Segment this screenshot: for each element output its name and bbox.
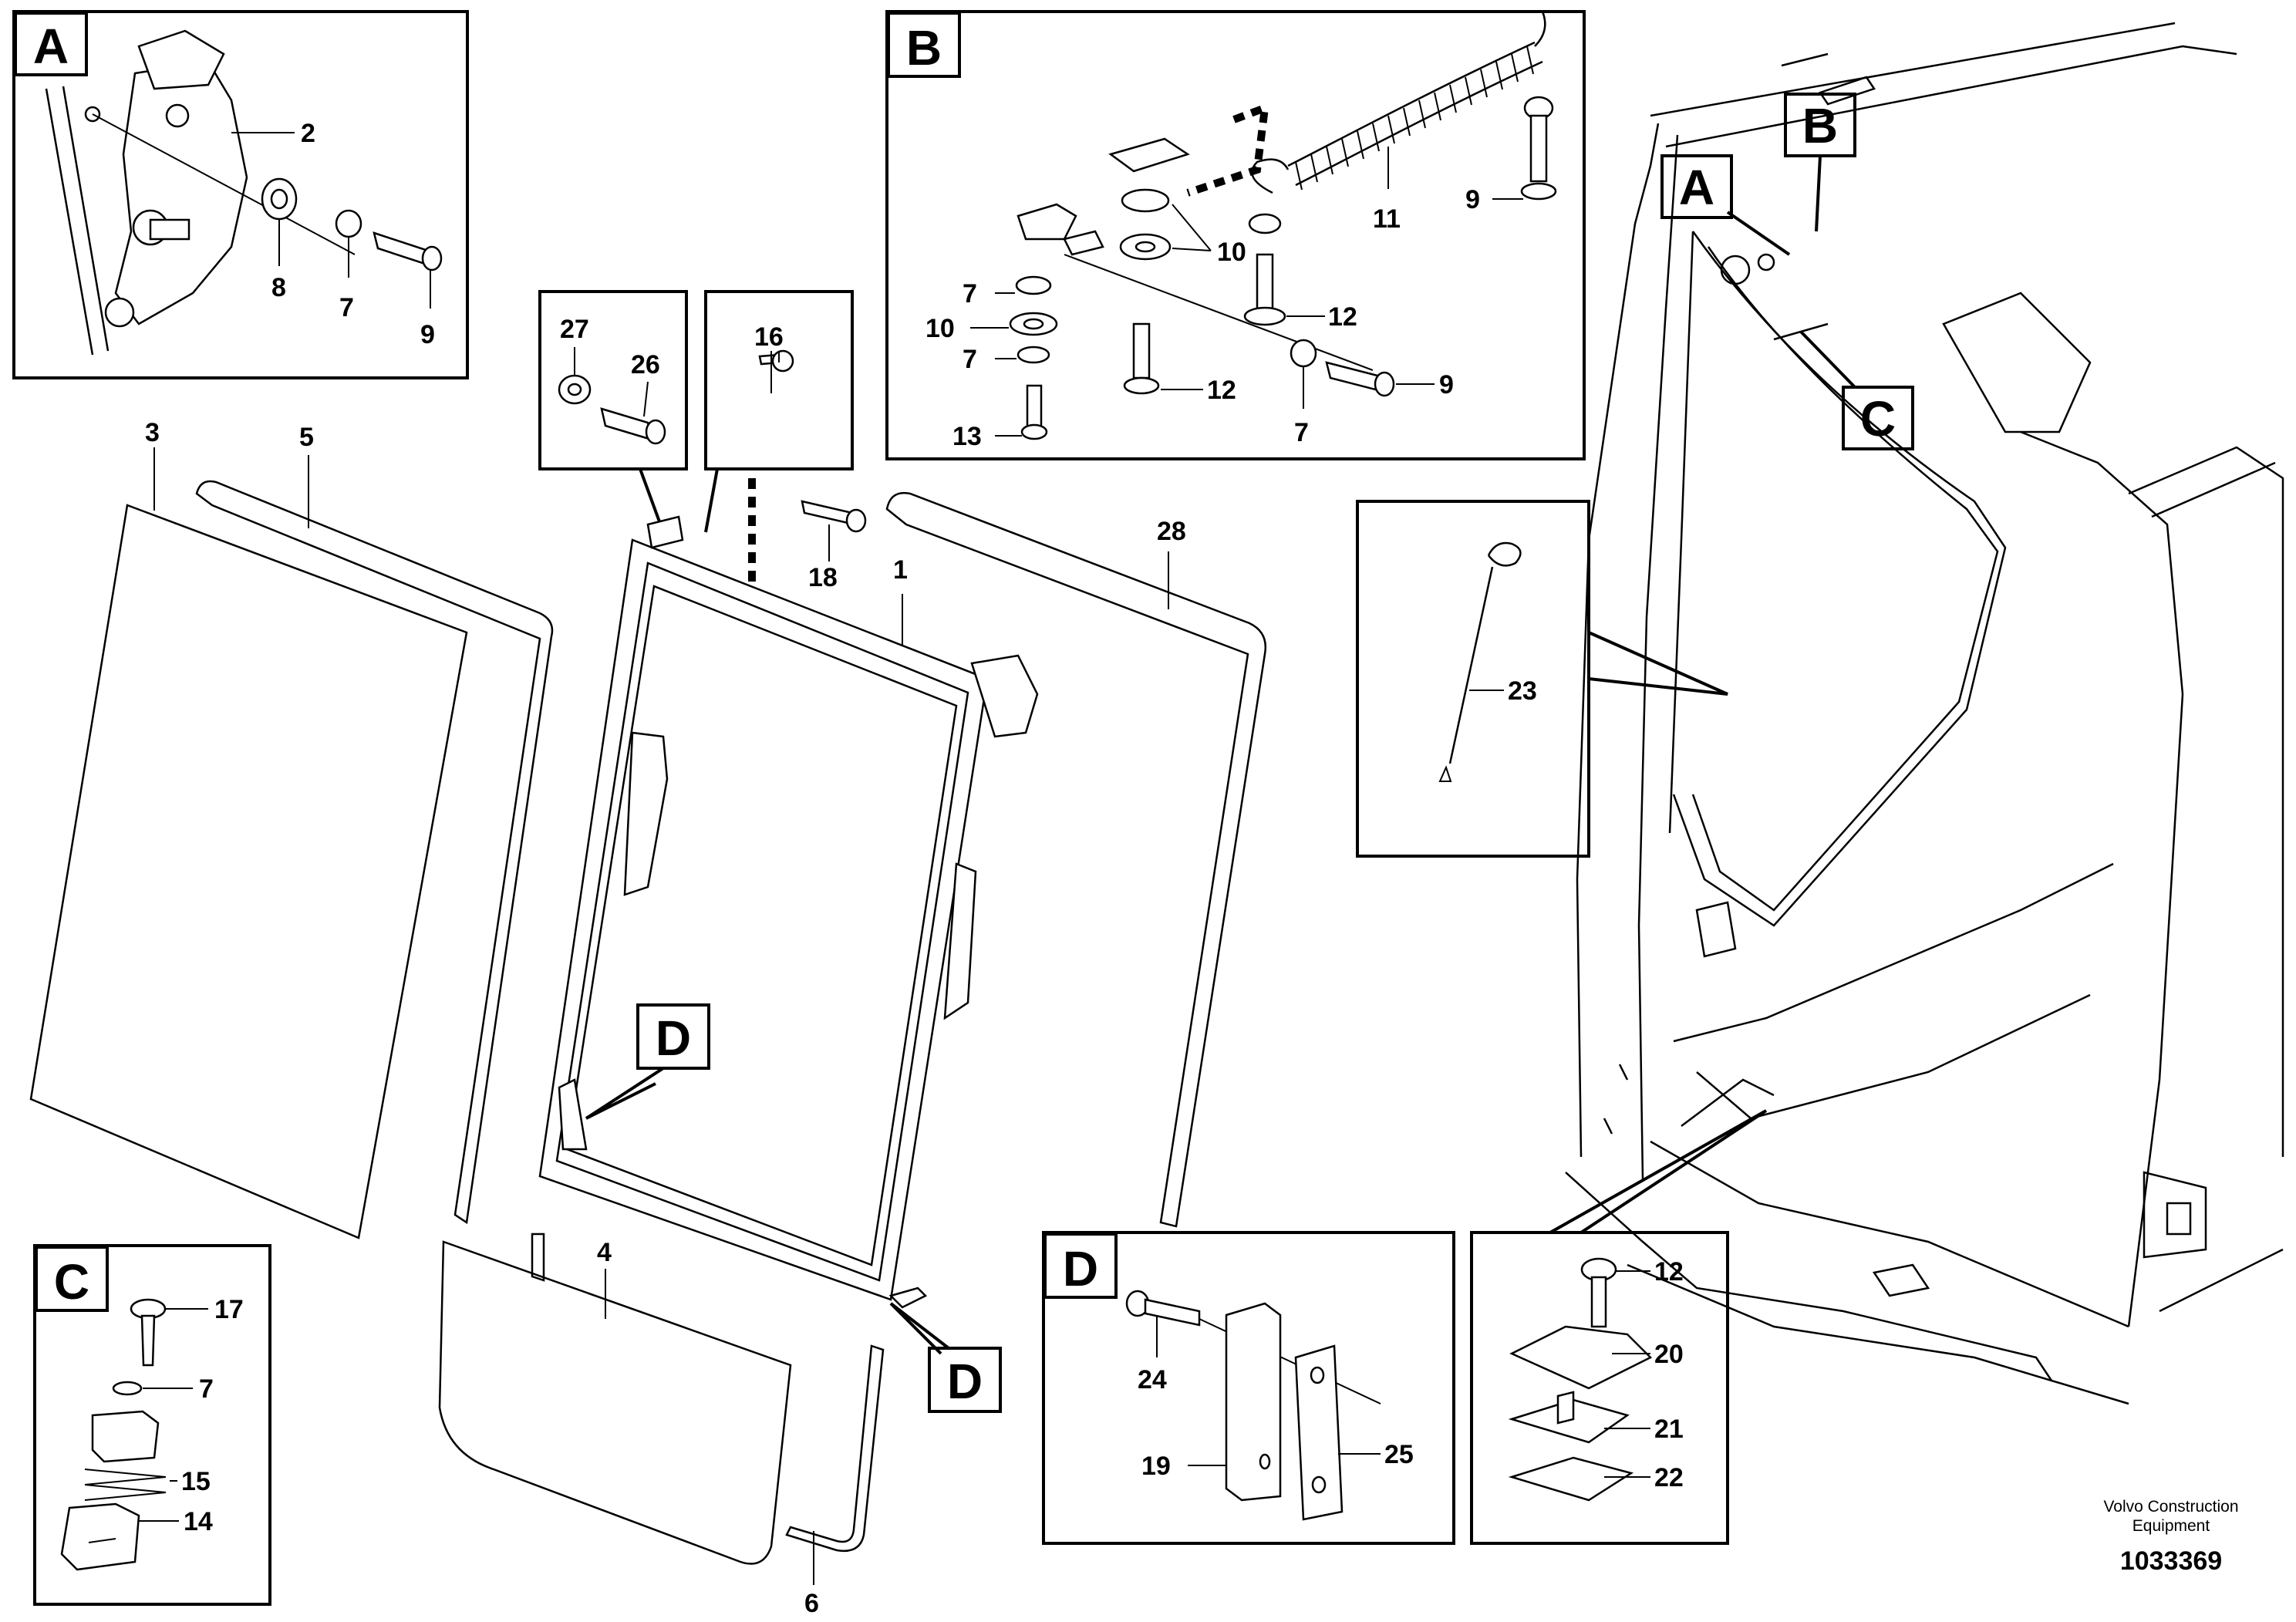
label-18: 18 xyxy=(808,563,838,592)
view-tag-d-upper: D xyxy=(585,1003,710,1120)
callout-cable: 23 xyxy=(1356,500,1728,858)
seal-28: 28 xyxy=(885,491,1267,1228)
inset-e: 12 20 21 22 xyxy=(1470,1109,1768,1545)
door-frame-1: 18 1 xyxy=(538,478,1039,1309)
inset-b: B 11 9 10 12 xyxy=(885,10,1586,460)
inset-a: A 2 8 7 9 xyxy=(12,10,469,379)
label-e-22: 22 xyxy=(1654,1463,1684,1492)
label-b-7b: 7 xyxy=(963,345,977,374)
view-tag-c: C xyxy=(1860,391,1896,447)
label-19: 19 xyxy=(1141,1452,1171,1481)
credit-block: Volvo Construction Equipment 1033369 xyxy=(2103,1498,2238,1576)
label-e-21: 21 xyxy=(1654,1415,1684,1444)
seal-6: 6 xyxy=(785,1344,885,1618)
label-24: 24 xyxy=(1138,1365,1167,1394)
seal-5: 5 xyxy=(195,423,554,1225)
label-c-17: 17 xyxy=(214,1295,244,1324)
label-c-14: 14 xyxy=(184,1507,213,1536)
view-tag-d1: D xyxy=(656,1010,691,1066)
label-b-12b: 12 xyxy=(1207,376,1236,405)
label-b-10b: 10 xyxy=(925,314,955,343)
label-23: 23 xyxy=(1508,676,1537,706)
label-25: 25 xyxy=(1384,1440,1414,1469)
credit-line1: Volvo Construction xyxy=(2103,1498,2238,1516)
credit-line2: Equipment xyxy=(2132,1517,2210,1535)
label-16: 16 xyxy=(754,322,784,352)
lower-panel-4: 4 xyxy=(438,1233,792,1565)
view-tag-d2: D xyxy=(947,1354,983,1409)
label-b-7c: 7 xyxy=(1294,418,1309,447)
view-tag-b: B xyxy=(1802,98,1838,153)
label-b-12a: 12 xyxy=(1328,302,1357,332)
inset-a-tag: A xyxy=(33,19,69,74)
label-e-20: 20 xyxy=(1654,1340,1684,1369)
view-tag-b-cab: B xyxy=(1784,93,1856,232)
cab-structure xyxy=(1565,22,2284,1405)
label-28: 28 xyxy=(1157,517,1186,546)
inset-d: D 24 19 25 xyxy=(1042,1231,1455,1545)
label-b-7a: 7 xyxy=(963,279,977,309)
spring xyxy=(1251,11,1546,194)
label-a-2: 2 xyxy=(301,119,315,148)
label-3: 3 xyxy=(145,418,160,447)
label-27: 27 xyxy=(560,315,589,344)
label-e-12: 12 xyxy=(1654,1257,1684,1286)
view-tag-a-cab: A xyxy=(1660,154,1791,256)
label-1: 1 xyxy=(893,555,908,585)
label-26: 26 xyxy=(631,350,660,379)
label-a-9: 9 xyxy=(420,320,435,349)
label-4: 4 xyxy=(597,1238,612,1267)
view-tag-c-cab: C xyxy=(1799,330,1914,450)
label-b-9b: 9 xyxy=(1439,370,1454,400)
label-a-7: 7 xyxy=(339,293,354,322)
view-tag-d-lower: D xyxy=(889,1302,1002,1413)
view-tag-a: A xyxy=(1679,160,1714,215)
label-c-7: 7 xyxy=(199,1374,214,1404)
inset-b-tag: B xyxy=(906,20,942,76)
inset-c: C 17 7 15 14 xyxy=(33,1244,271,1606)
label-b-11: 11 xyxy=(1373,204,1401,234)
doc-id: 1033369 xyxy=(2120,1546,2222,1576)
label-c-15: 15 xyxy=(181,1467,211,1496)
inset-c-tag: C xyxy=(54,1254,89,1310)
label-b-13: 13 xyxy=(952,422,982,451)
callout-fastener: 27 26 xyxy=(538,290,688,533)
glass-panel-3: 3 xyxy=(29,418,468,1239)
label-6: 6 xyxy=(804,1589,819,1618)
label-b-9a: 9 xyxy=(1465,185,1480,214)
callout-screw: 16 xyxy=(704,290,854,533)
inset-d-tag: D xyxy=(1063,1241,1098,1297)
label-a-8: 8 xyxy=(271,273,286,302)
label-b-10a: 10 xyxy=(1217,238,1246,267)
label-5: 5 xyxy=(299,423,314,452)
